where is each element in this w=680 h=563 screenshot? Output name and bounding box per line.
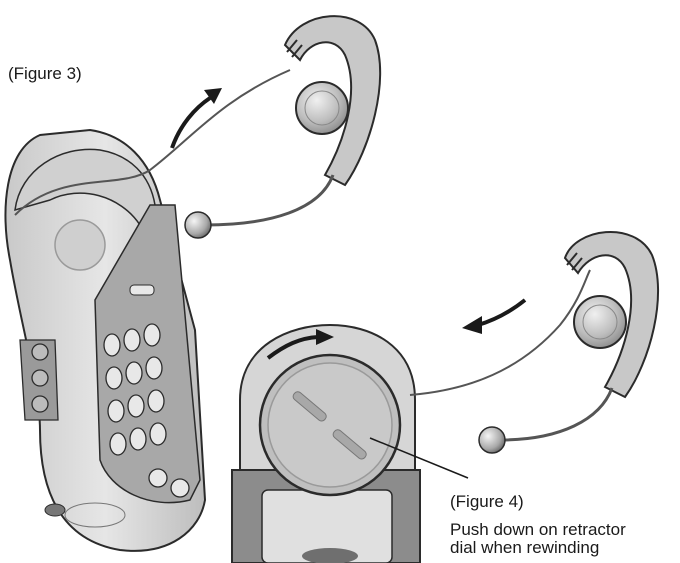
telephone-handset <box>5 130 205 551</box>
charm-clip <box>45 504 65 516</box>
speaker-dimple <box>55 220 105 270</box>
earpiece-icon <box>565 232 658 397</box>
on-button <box>130 285 154 295</box>
rewind-arrow-icon <box>462 300 525 334</box>
mic-boom-1 <box>205 175 333 225</box>
earpiece-icon <box>285 16 380 185</box>
retractor-dial-face <box>268 363 392 487</box>
microphone-icon <box>479 427 505 453</box>
figure-3-caption: (Figure 3) <box>8 64 82 83</box>
retractor-instruction-line-1: Push down on retractor <box>450 520 626 539</box>
microphone-icon <box>185 212 211 238</box>
figure-4-caption: (Figure 4) <box>450 492 524 511</box>
figure-4 <box>232 232 658 563</box>
retractor-unit <box>232 325 420 563</box>
headset-cord-2 <box>410 270 590 395</box>
side-buttons <box>20 340 58 420</box>
rotation-arrow-icon <box>172 88 222 148</box>
retractor-instruction-line-2: dial when rewinding <box>450 538 599 557</box>
mic-boom-2 <box>500 388 612 440</box>
